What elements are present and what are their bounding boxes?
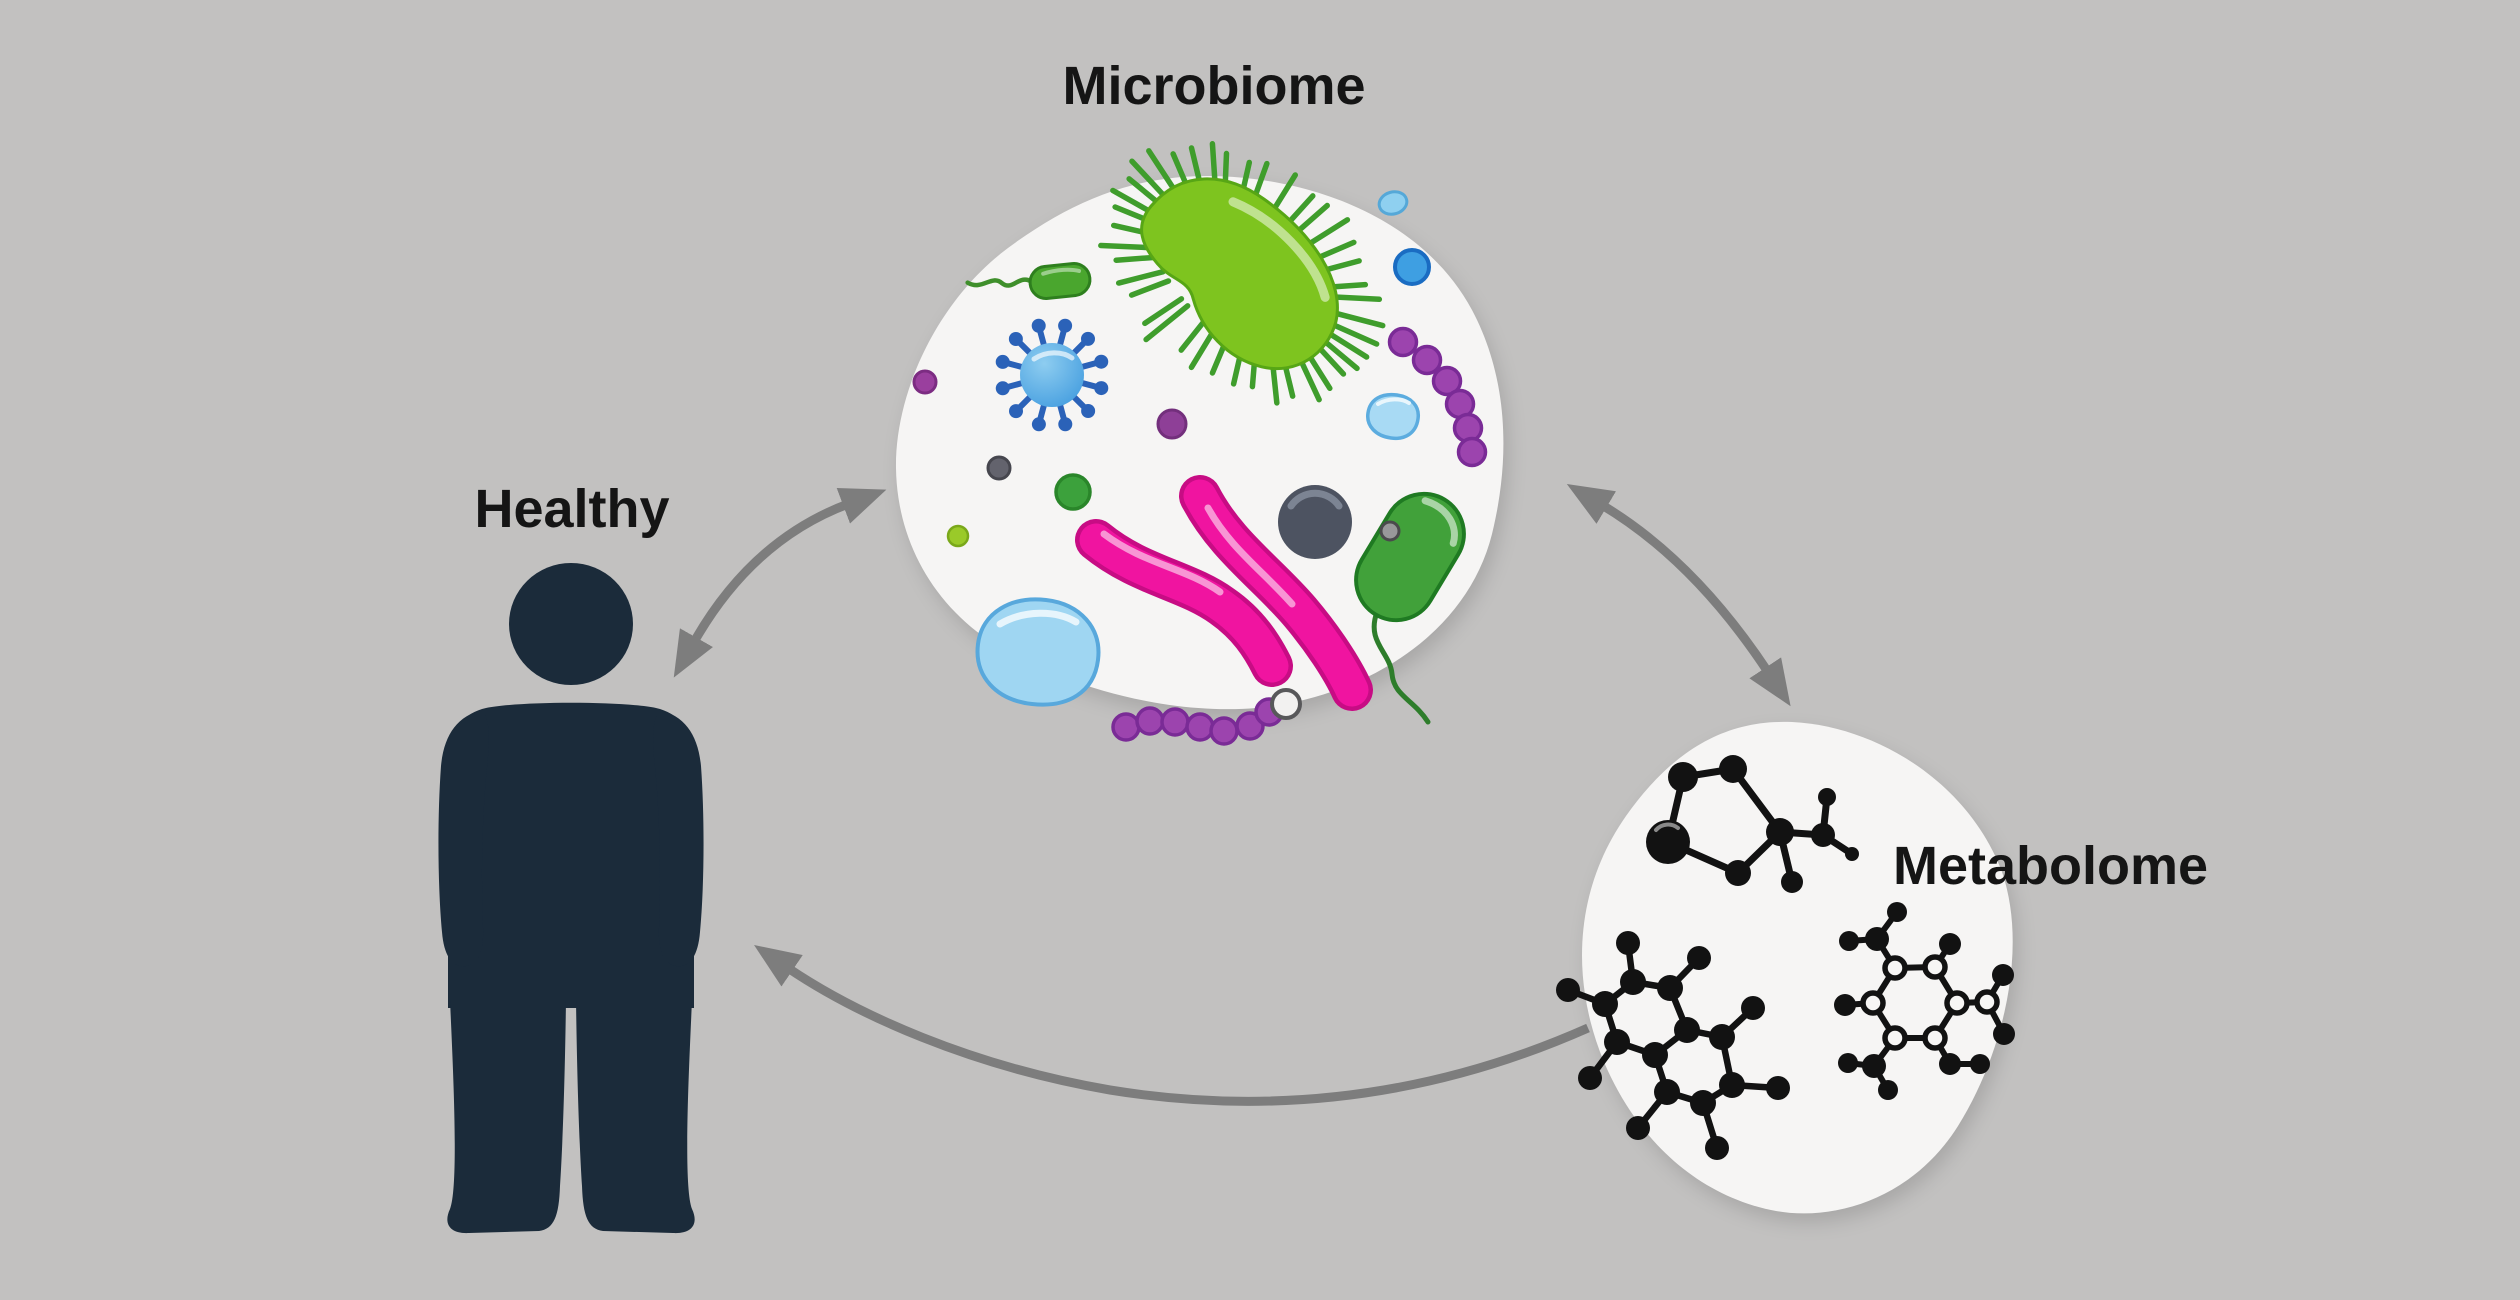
microbiome-blob <box>895 175 1504 710</box>
cocci-chain-icon <box>1387 326 1488 468</box>
edge-healthy-microbiome <box>673 487 887 678</box>
human-head <box>509 563 633 685</box>
edge-metabolome-healthy <box>754 945 1590 1106</box>
healthy-node: Healthy <box>438 479 704 1234</box>
purple-coccus-icon <box>912 369 938 395</box>
microbiome-node: Microbiome <box>895 56 1504 746</box>
edge-microbiome-metabolome <box>1566 483 1791 707</box>
purple-coccus-icon <box>1156 408 1188 440</box>
flagellated-rod-icon <box>965 262 1092 300</box>
molecule-open-hexagon-icon <box>1834 902 2015 1100</box>
ciliate-icon <box>1098 141 1386 406</box>
small-gray-dot-icon <box>1379 520 1401 542</box>
small-amoeba-icon <box>1366 392 1420 441</box>
healthy-label: Healthy <box>474 479 669 539</box>
amoeba-icon <box>975 597 1101 707</box>
metabolome-node: Metabolome <box>1556 721 2208 1214</box>
slate-coccus-icon <box>1278 485 1352 559</box>
human-figure-icon <box>438 563 704 1234</box>
open-circle-microbe-icon <box>1270 688 1302 720</box>
human-torso <box>448 702 694 1008</box>
green-coccus-icon <box>1054 473 1092 511</box>
human-left-arm <box>438 710 489 967</box>
metabolome-label: Metabolome <box>1893 836 2208 896</box>
virus-icon <box>995 318 1109 432</box>
small-blue-oval-icon <box>1377 190 1409 216</box>
magenta-rods-icon <box>1075 475 1373 711</box>
lime-coccus-icon <box>946 524 970 548</box>
edges-group <box>673 483 1791 1106</box>
molecule-pentagon-icon <box>1646 755 1859 893</box>
human-right-leg <box>576 1000 695 1234</box>
molecule-fused-hexagon-icon <box>1556 931 1790 1160</box>
gray-coccus-icon <box>986 455 1012 481</box>
blue-coccus-icon <box>1393 248 1431 286</box>
microbiome-label: Microbiome <box>1062 56 1365 116</box>
human-left-leg <box>447 1000 566 1234</box>
human-right-arm <box>653 710 704 967</box>
